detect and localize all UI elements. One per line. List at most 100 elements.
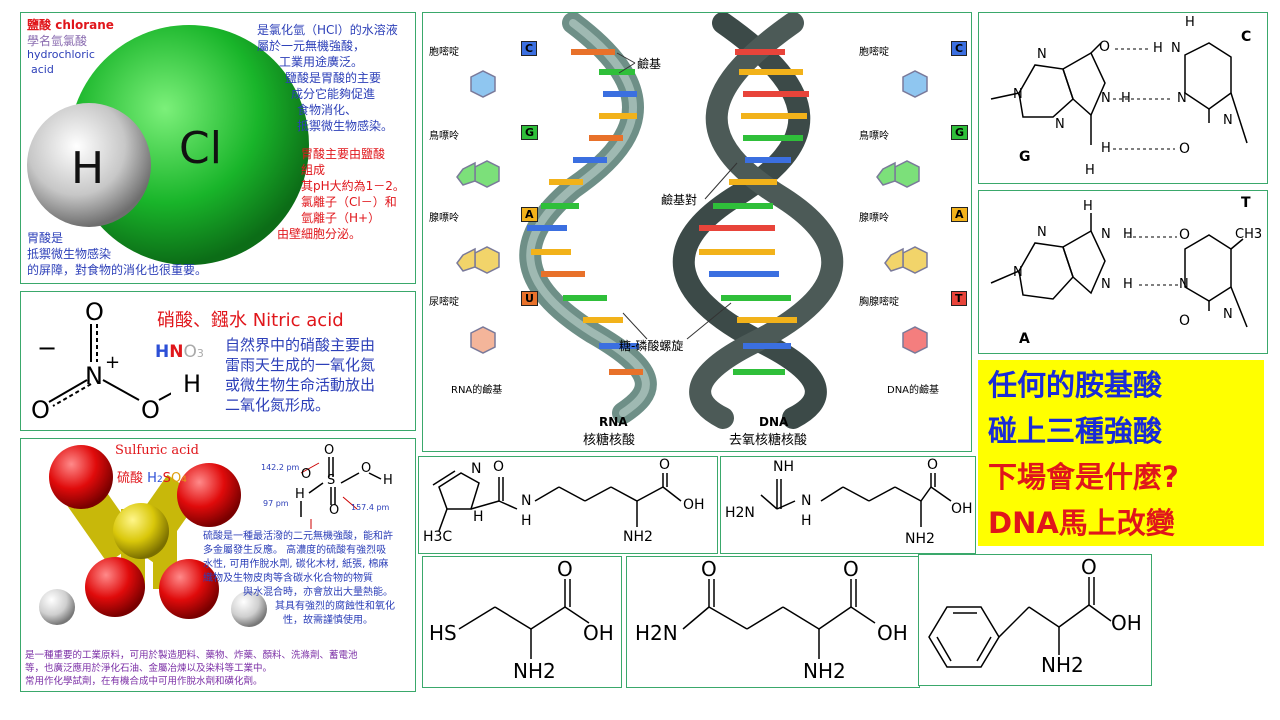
hcl-bottom-2: 的屏障，對食物的消化也很重要。 xyxy=(27,263,208,277)
m4-oh: OH xyxy=(877,621,908,645)
left-base-letter-2: A xyxy=(521,207,538,222)
rna-bases-caption: RNA的鹼基 xyxy=(451,385,503,396)
m2-nh2: NH2 xyxy=(905,531,935,547)
amino-panel-3: HS O OH NH2 xyxy=(422,556,622,688)
bond-length-2: 97 pm xyxy=(263,499,289,508)
m1-h: H xyxy=(473,509,484,525)
nitric-formula: HNO3 xyxy=(155,342,204,362)
gc-atom-4: N xyxy=(1171,41,1181,56)
nitric-panel: − O N + O O H 硝酸、鏹水 Nitric acid HNO3 自然界… xyxy=(20,291,416,431)
sulfuric-bottom-0: 是一種重要的工業原料，可用於製造肥料、藥物、炸藥、顏料、洗滌劑、蓄電池 xyxy=(25,650,358,661)
amino-panel-4: O O H2N OH NH2 xyxy=(626,556,920,688)
sulfuric-desc-5: 其具有強烈的腐蝕性和氧化 xyxy=(275,601,395,612)
at-pair-structure xyxy=(990,213,1248,328)
gc-atom-3: H xyxy=(1153,41,1163,56)
gc-atom-9: H xyxy=(1101,141,1111,156)
gc-atom-7: N xyxy=(1177,91,1187,106)
rna-subtitle: 核糖核酸 xyxy=(583,433,636,448)
so4-s: S xyxy=(327,473,336,488)
m5-o: O xyxy=(1081,555,1097,579)
m3-hs: HS xyxy=(429,621,457,645)
at-atom-3: O xyxy=(1179,227,1191,243)
dna-bases-caption: DNA的鹼基 xyxy=(887,385,940,396)
nitric-o-left: O xyxy=(31,396,50,424)
nitric-o-right: O xyxy=(141,396,160,424)
so4-o-bottom: O xyxy=(329,503,340,518)
hcl-panel: H Cl 鹽酸 chlorane 學名氫氯酸 hydrochloric acid… xyxy=(20,12,416,284)
m3-o: O xyxy=(557,557,573,581)
hcl-alt-en1: hydrochloric xyxy=(27,48,95,61)
m3-oh: OH xyxy=(583,621,614,645)
sulfuric-desc-4: 與水混合時，亦會放出大量熱能。 xyxy=(243,587,393,598)
left-base-name-1: 鳥嘌呤 xyxy=(429,131,459,142)
amino-panel-1: N H H3C O N H O OH NH2 xyxy=(418,456,718,554)
hcl-stomach-5: 由壁細胞分泌。 xyxy=(277,227,362,241)
right-base-letter-1: G xyxy=(951,125,969,140)
right-base-letter-3: T xyxy=(951,291,967,306)
so4-o-left: O xyxy=(301,467,312,482)
nitric-plus: + xyxy=(105,352,121,373)
at-atom-9: N xyxy=(1179,277,1189,292)
amino-panel-2: NH H2N N H O OH NH2 xyxy=(720,456,976,554)
m1-o1: O xyxy=(493,459,505,475)
left-base-name-2: 腺嘌呤 xyxy=(429,213,459,224)
m2-n-mid: N xyxy=(801,493,812,509)
left-base-name-0: 胞嘧啶 xyxy=(429,47,459,58)
gc-bottom-label: G xyxy=(1019,149,1031,165)
sulfuric-ball-model xyxy=(39,445,267,627)
hcl-desc-2: 工業用途廣泛。 xyxy=(279,55,364,69)
nitric-o-top: O xyxy=(85,298,104,326)
nitric-h: H xyxy=(183,370,202,398)
m4-h2n: H2N xyxy=(635,621,678,645)
nitric-n: N xyxy=(85,362,103,390)
sulfuric-bottom-2: 常用作化學試劑，在有機合成中可用作脫水劑和磺化劑。 xyxy=(25,676,263,687)
m4-o1: O xyxy=(701,557,717,581)
nitric-desc-0: 自然界中的硝酸主要由 xyxy=(225,336,376,354)
nitric-structure xyxy=(48,324,171,407)
nitric-title: 硝酸、鏹水 Nitric acid xyxy=(157,310,344,331)
at-atom-10: N xyxy=(1223,307,1233,322)
sulfuric-panel: O O S H O O H 142.2 pm 97 pm 157.4 pm Su… xyxy=(20,438,416,692)
hcl-desc-5: 食物消化、 xyxy=(297,103,358,117)
callout-line-2: 下場會是什麼? xyxy=(988,460,1179,494)
gc-atom-11: N xyxy=(1223,113,1233,128)
gc-atom-6: H xyxy=(1121,91,1131,106)
gc-atom-5: N xyxy=(1101,91,1111,106)
hcl-stomach-2: 其pH大約為1－2。 xyxy=(301,179,405,193)
hcl-bottom-1: 抵禦微生物感染 xyxy=(27,247,112,261)
at-atom-1: N xyxy=(1101,227,1111,242)
amino-structure-2 xyxy=(760,473,952,527)
at-atom-7: N xyxy=(1101,277,1111,292)
at-bottom-label: A xyxy=(1019,331,1030,347)
at-atom-8: H xyxy=(1123,277,1133,292)
gc-atom-1: N xyxy=(1013,87,1023,102)
hcl-molecule xyxy=(27,25,309,265)
so4-o-right: O xyxy=(361,461,372,476)
hcl-alt-en2: acid xyxy=(31,63,54,76)
left-base-letter-3: U xyxy=(521,291,538,306)
callout-line-0: 任何的胺基酸 xyxy=(988,368,1163,402)
left-base-letter-1: G xyxy=(521,125,539,140)
hcl-desc-3: 鹽酸是胃酸的主要 xyxy=(285,71,382,85)
gc-atom-2: O xyxy=(1099,39,1111,55)
amino-structure-3 xyxy=(458,579,590,659)
so4-o-top: O xyxy=(324,443,335,458)
m1-h-nh: H xyxy=(521,513,532,529)
dna-title: DNA xyxy=(759,415,789,429)
label-backbone: 糖-磷酸螺旋 xyxy=(619,339,684,353)
m4-nh2: NH2 xyxy=(803,659,846,683)
gc-atom-8: N xyxy=(1055,117,1065,132)
bond-length-1: 142.2 pm xyxy=(261,463,300,472)
label-base-pair: 鹼基對 xyxy=(661,193,698,207)
right-base-name-3: 胸腺嘧啶 xyxy=(859,297,899,308)
amino-structure-1 xyxy=(432,470,682,532)
atom-h-label: H xyxy=(71,143,105,194)
m5-nh2: NH2 xyxy=(1041,653,1084,677)
hcl-stomach-4: 氫離子（H+） xyxy=(301,211,381,225)
at-atom-4: CH3 xyxy=(1235,227,1263,242)
sulfuric-title-cn: 硫酸 H2SO4 xyxy=(117,471,187,486)
gc-pair-structure xyxy=(990,42,1248,150)
sulfuric-title-en: Sulfuric acid xyxy=(115,443,199,458)
hcl-bottom-0: 胃酸是 xyxy=(27,231,64,245)
bond-length-3: 157.4 pm xyxy=(351,503,390,512)
